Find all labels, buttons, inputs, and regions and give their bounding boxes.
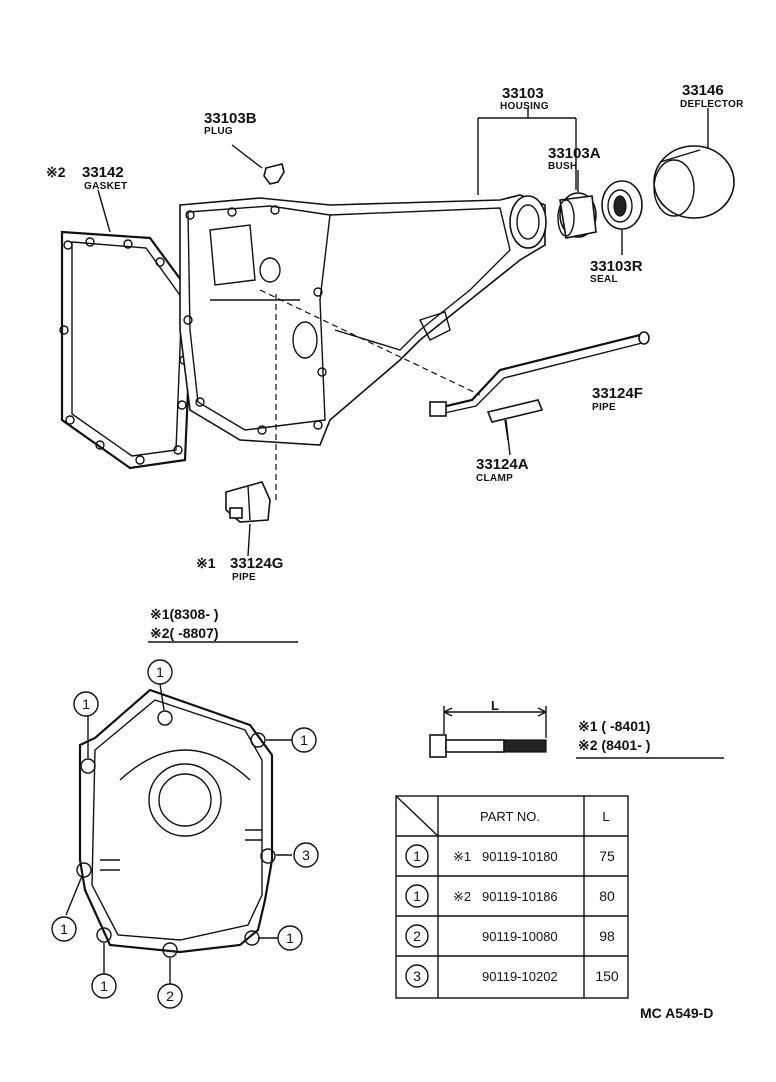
gasket-leader bbox=[97, 189, 111, 233]
callout-leaders bbox=[65, 683, 292, 984]
row-mark: ※1 bbox=[453, 849, 471, 864]
row-mark: ※2 bbox=[453, 889, 471, 904]
housing-front-view bbox=[76, 688, 276, 958]
seal-name: SEAL bbox=[590, 274, 618, 285]
row-length: 75 bbox=[599, 848, 615, 864]
deflector-number: 33146 bbox=[682, 82, 724, 99]
row-length: 150 bbox=[595, 968, 619, 984]
callout-1-bottom-left: 1 bbox=[91, 973, 117, 999]
table-row: 2 90119-10080 98 bbox=[405, 924, 615, 948]
plug-number: 33103B bbox=[204, 110, 257, 127]
callout-3-right: 3 bbox=[293, 842, 319, 868]
svg-text:1: 1 bbox=[100, 978, 108, 994]
row-part-no: 90119-10186 bbox=[482, 889, 558, 904]
pipe-g-mark: ※1 bbox=[196, 555, 216, 571]
pipe-g-name: PIPE bbox=[232, 572, 256, 583]
pipe-f-name: PIPE bbox=[592, 402, 616, 413]
parts-table bbox=[395, 795, 629, 999]
housing-part bbox=[179, 194, 547, 446]
figure-code: MC A549-D bbox=[640, 1005, 713, 1021]
note-right-2: ※2 (8401- ) bbox=[578, 737, 650, 753]
gasket-name: GASKET bbox=[84, 181, 127, 192]
clamp-number: 33124A bbox=[476, 456, 529, 473]
bolt-dimension-label: L bbox=[491, 698, 499, 713]
bush-part bbox=[557, 192, 597, 239]
callout-1-top: 1 bbox=[147, 659, 173, 685]
clamp-name: CLAMP bbox=[476, 473, 513, 484]
callout-1-left-top: 1 bbox=[73, 691, 99, 717]
housing-number: 33103 bbox=[502, 85, 544, 102]
deflector-part bbox=[653, 145, 735, 219]
table-row: 3 90119-10202 150 bbox=[405, 964, 619, 988]
pipe-f-number: 33124F bbox=[592, 385, 643, 402]
note-right-1: ※1 ( -8401) bbox=[578, 718, 650, 734]
pipe-g-part bbox=[225, 481, 271, 523]
row-ref: 3 bbox=[413, 968, 421, 984]
svg-text:1: 1 bbox=[82, 696, 90, 712]
gasket-part bbox=[59, 230, 194, 470]
housing-leader bbox=[477, 108, 577, 195]
dashed-guide-line bbox=[259, 289, 481, 396]
row-part-no: 90119-10180 bbox=[482, 849, 558, 864]
callout-1-left-bottom: 1 bbox=[51, 916, 77, 942]
deflector-name: DEFLECTOR bbox=[680, 99, 744, 110]
clamp-part bbox=[486, 399, 544, 441]
seal-part bbox=[601, 180, 643, 230]
row-ref: 2 bbox=[413, 928, 421, 944]
housing-name: HOUSING bbox=[500, 101, 549, 112]
callout-2-bottom: 2 bbox=[157, 983, 183, 1009]
pipe-g-number: 33124G bbox=[230, 555, 283, 572]
svg-text:2: 2 bbox=[166, 988, 174, 1004]
pipe-g-leader bbox=[247, 523, 251, 557]
plug-part bbox=[231, 144, 285, 185]
note-left-1: ※1(8308- ) bbox=[150, 606, 219, 622]
callout-1-right-top: 1 bbox=[291, 727, 317, 753]
bush-name: BUSH bbox=[548, 161, 578, 172]
svg-text:3: 3 bbox=[302, 847, 310, 863]
svg-text:1: 1 bbox=[286, 930, 294, 946]
svg-text:1: 1 bbox=[156, 664, 164, 680]
row-part-no: 90119-10202 bbox=[482, 969, 558, 984]
row-length: 98 bbox=[599, 928, 615, 944]
table-header-length: L bbox=[602, 809, 609, 824]
clamp-leader bbox=[505, 419, 511, 456]
gasket-number: 33142 bbox=[82, 164, 124, 181]
row-length: 80 bbox=[599, 888, 615, 904]
svg-text:1: 1 bbox=[300, 732, 308, 748]
note-left-2: ※2( -8807) bbox=[150, 625, 219, 641]
gasket-mark: ※2 bbox=[46, 164, 66, 180]
row-ref: 1 bbox=[413, 848, 421, 864]
plug-name: PLUG bbox=[204, 126, 233, 137]
row-ref: 1 bbox=[413, 888, 421, 904]
row-part-no: 90119-10080 bbox=[482, 929, 558, 944]
callout-1-right-bottom: 1 bbox=[277, 925, 303, 951]
bolt-drawing bbox=[429, 706, 547, 758]
table-row: 1 ※2 90119-10186 80 bbox=[405, 884, 615, 908]
pipe-f-part bbox=[429, 331, 650, 417]
bush-number: 33103A bbox=[548, 145, 601, 162]
svg-text:1: 1 bbox=[60, 921, 68, 937]
seal-number: 33103R bbox=[590, 258, 643, 275]
table-header-part-no: PART NO. bbox=[480, 809, 540, 824]
table-row: 1 ※1 90119-10180 75 bbox=[405, 844, 615, 868]
